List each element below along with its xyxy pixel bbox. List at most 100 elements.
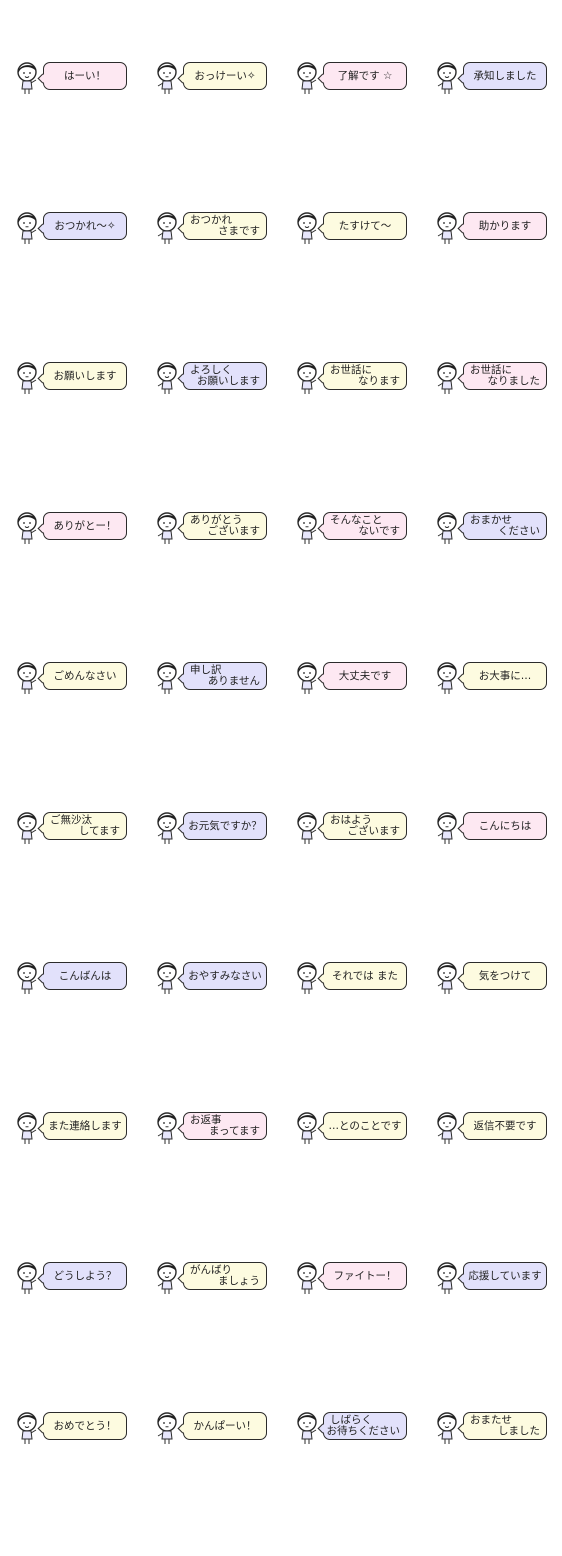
speech-bubble: こんばんは bbox=[43, 962, 127, 990]
speech-bubble: しばらくお待ちください bbox=[323, 1412, 407, 1440]
speech-bubble: がんばりましょう bbox=[183, 1262, 267, 1290]
sticker[interactable]: 気をつけて bbox=[432, 956, 562, 996]
sticker[interactable]: お願いします bbox=[12, 356, 152, 396]
character-icon bbox=[17, 1262, 37, 1294]
sticker[interactable]: お世話になります bbox=[292, 356, 432, 396]
sticker[interactable]: 承知しました bbox=[432, 56, 562, 96]
character-icon bbox=[297, 1262, 317, 1294]
sticker[interactable]: ごめんなさい bbox=[12, 656, 152, 696]
bubble-text-line: お願いします bbox=[197, 375, 260, 387]
bubble-text-line: お返事 bbox=[190, 1114, 222, 1126]
speech-bubble: おはようございます bbox=[323, 812, 407, 840]
bubble-text-line: なりました bbox=[487, 375, 541, 387]
character-icon bbox=[17, 662, 37, 694]
character-icon bbox=[17, 512, 37, 544]
sticker[interactable]: ファイトー！ bbox=[292, 1256, 432, 1296]
bubble-text-line: どうしよう？ bbox=[53, 1269, 117, 1282]
bubble-text-line: それでは また bbox=[331, 969, 399, 982]
character-icon bbox=[157, 1112, 177, 1144]
character-icon bbox=[297, 512, 317, 544]
sticker[interactable]: どうしよう？ bbox=[12, 1256, 152, 1296]
bubble-text-line: おつかれ bbox=[190, 214, 232, 226]
speech-bubble: お元気ですか？ bbox=[183, 812, 267, 840]
speech-bubble: 応援しています bbox=[463, 1262, 547, 1290]
bubble-text-line: おまかせ bbox=[470, 514, 512, 526]
sticker[interactable]: おつかれさまです bbox=[152, 206, 292, 246]
sticker-sheet: はーい！おっけーい✧了解です ☆承知しましたおつかれ〜✧おつかれさまですたすけて… bbox=[0, 0, 562, 1500]
sticker[interactable]: おまかせください bbox=[432, 506, 562, 546]
bubble-text-line: ご無沙汰 bbox=[50, 814, 92, 826]
sticker[interactable]: かんぱーい！ bbox=[152, 1406, 292, 1446]
sticker[interactable]: また連絡します bbox=[12, 1106, 152, 1146]
bubble-text-line: おやすみなさい bbox=[188, 969, 262, 982]
bubble-text-line: ございます bbox=[207, 525, 261, 537]
sticker[interactable]: ご無沙汰してます bbox=[12, 806, 152, 846]
character-icon bbox=[437, 362, 457, 394]
character-icon bbox=[157, 212, 177, 244]
sticker[interactable]: お大事に… bbox=[432, 656, 562, 696]
speech-bubble: お願いします bbox=[43, 362, 127, 390]
character-icon bbox=[297, 962, 317, 994]
character-icon bbox=[297, 1112, 317, 1144]
character-icon bbox=[157, 1412, 177, 1444]
character-icon bbox=[17, 962, 37, 994]
bubble-text-line: さまです bbox=[218, 225, 260, 237]
speech-bubble: …とのことです bbox=[323, 1112, 407, 1140]
sticker[interactable]: 申し訳ありません bbox=[152, 656, 292, 696]
speech-bubble: 返信不要です bbox=[463, 1112, 547, 1140]
character-icon bbox=[17, 1112, 37, 1144]
sticker[interactable]: おはようございます bbox=[292, 806, 432, 846]
character-icon bbox=[157, 812, 177, 844]
bubble-text-line: 返信不要です bbox=[473, 1119, 537, 1132]
bubble-text-line: 応援しています bbox=[468, 1269, 542, 1282]
sticker[interactable]: お世話になりました bbox=[432, 356, 562, 396]
sticker[interactable]: お元気ですか？ bbox=[152, 806, 292, 846]
sticker[interactable]: おっけーい✧ bbox=[152, 56, 292, 96]
sticker[interactable]: はーい！ bbox=[12, 56, 152, 96]
sticker[interactable]: よろしくお願いします bbox=[152, 356, 292, 396]
bubble-text-line: はーい！ bbox=[64, 69, 106, 82]
sticker[interactable]: 助かります bbox=[432, 206, 562, 246]
sticker[interactable]: がんばりましょう bbox=[152, 1256, 292, 1296]
character-icon bbox=[157, 62, 177, 94]
sticker[interactable]: そんなことないです bbox=[292, 506, 432, 546]
sticker[interactable]: しばらくお待ちください bbox=[292, 1406, 432, 1446]
sticker[interactable]: それでは また bbox=[292, 956, 432, 996]
sticker-grid: はーい！おっけーい✧了解です ☆承知しましたおつかれ〜✧おつかれさまですたすけて… bbox=[12, 56, 552, 1556]
speech-bubble: 気をつけて bbox=[463, 962, 547, 990]
sticker[interactable]: ありがとうございます bbox=[152, 506, 292, 546]
bubble-text-line: 助かります bbox=[478, 219, 532, 232]
speech-bubble: かんぱーい！ bbox=[183, 1412, 267, 1440]
speech-bubble: よろしくお願いします bbox=[183, 362, 267, 390]
sticker[interactable]: おつかれ〜✧ bbox=[12, 206, 152, 246]
sticker[interactable]: …とのことです bbox=[292, 1106, 432, 1146]
speech-bubble: お大事に… bbox=[463, 662, 547, 690]
bubble-text-line: こんにちは bbox=[478, 819, 532, 832]
bubble-text-line: お待ちください bbox=[326, 1425, 401, 1437]
sticker[interactable]: こんにちは bbox=[432, 806, 562, 846]
character-icon bbox=[437, 812, 457, 844]
sticker[interactable]: 応援しています bbox=[432, 1256, 562, 1296]
character-icon bbox=[157, 512, 177, 544]
sticker[interactable]: 返信不要です bbox=[432, 1106, 562, 1146]
sticker[interactable]: お返事まってます bbox=[152, 1106, 292, 1146]
speech-bubble: おやすみなさい bbox=[183, 962, 267, 990]
bubble-text-line: 承知しました bbox=[473, 69, 537, 82]
bubble-text-line: ごめんなさい bbox=[53, 669, 117, 682]
sticker[interactable]: おやすみなさい bbox=[152, 956, 292, 996]
sticker[interactable]: 了解です ☆ bbox=[292, 56, 432, 96]
sticker[interactable]: おまたせしました bbox=[432, 1406, 562, 1446]
sticker[interactable]: こんばんは bbox=[12, 956, 152, 996]
speech-bubble: おつかれ〜✧ bbox=[43, 212, 127, 240]
bubble-text-line: ましょう bbox=[218, 1275, 260, 1287]
bubble-text-line: ないです bbox=[358, 525, 400, 537]
character-icon bbox=[17, 212, 37, 244]
sticker[interactable]: ありがとー！ bbox=[12, 506, 152, 546]
speech-bubble: 大丈夫です bbox=[323, 662, 407, 690]
sticker[interactable]: おめでとう！ bbox=[12, 1406, 152, 1446]
bubble-text-line: ありません bbox=[207, 675, 260, 687]
bubble-text-line: しばらく bbox=[330, 1414, 372, 1426]
sticker[interactable]: たすけて〜 bbox=[292, 206, 432, 246]
bubble-text-line: こんばんは bbox=[58, 969, 112, 982]
sticker[interactable]: 大丈夫です bbox=[292, 656, 432, 696]
